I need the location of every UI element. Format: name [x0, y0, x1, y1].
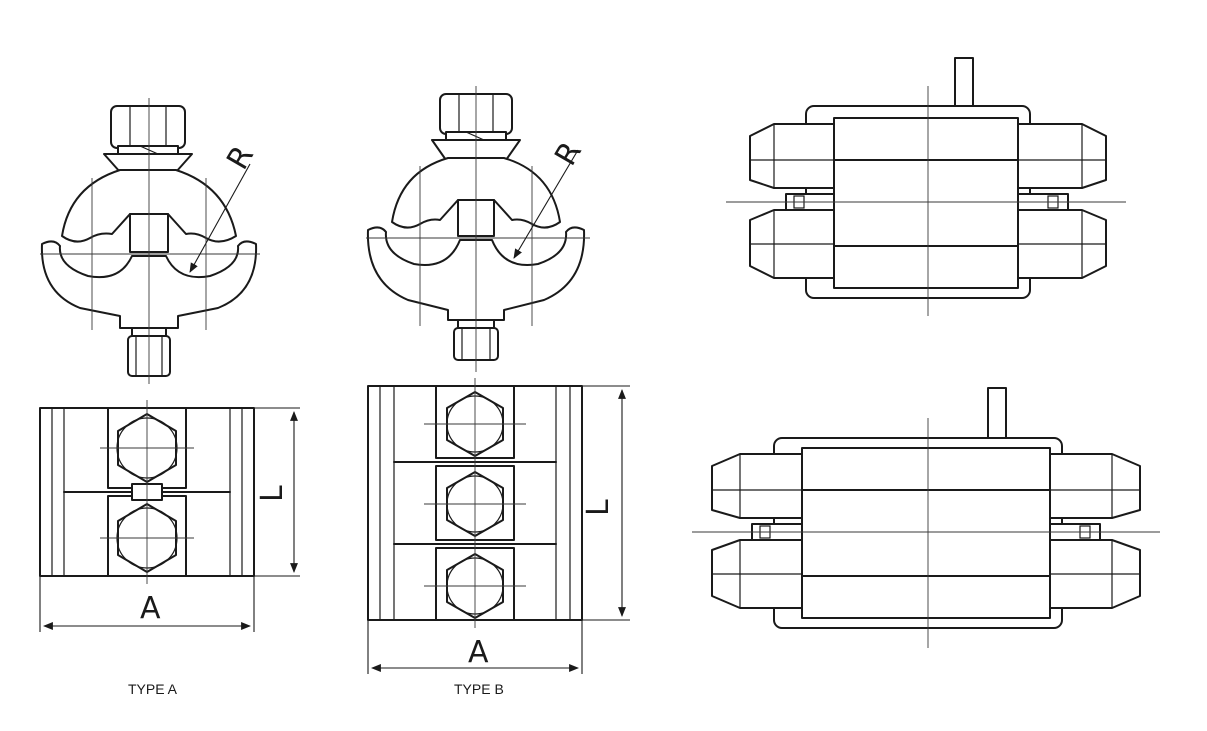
caption-type-b: TYPE B: [454, 681, 504, 697]
type-b-front-view: R: [366, 86, 590, 372]
side-view-type-a: [726, 57, 1126, 316]
type-a-plan-view: L A TYPE A: [39, 400, 300, 697]
width-label-b: A: [468, 635, 489, 670]
type-b-plan-view: L A TYPE B: [367, 378, 630, 697]
radius-label-a: R: [220, 140, 261, 176]
length-label-b: L: [581, 499, 616, 516]
width-label-a: A: [140, 591, 161, 626]
side-view-type-b: [692, 387, 1160, 648]
length-label-a: L: [255, 485, 290, 502]
radius-label-b: R: [548, 136, 589, 172]
type-a-front-view: R: [40, 98, 261, 384]
caption-type-a: TYPE A: [128, 681, 178, 697]
